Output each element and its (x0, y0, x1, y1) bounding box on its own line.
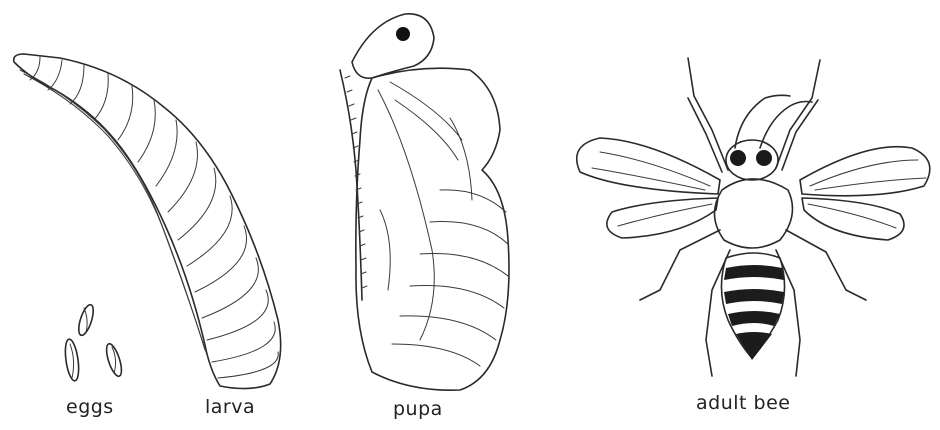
egg (63, 338, 81, 381)
pupa-eye (396, 27, 410, 41)
adult-bee-drawing (577, 58, 930, 376)
larva-label: larva (205, 396, 255, 418)
bee-eye-left (730, 150, 746, 166)
pupa-label: pupa (393, 398, 443, 420)
eggs-drawing (63, 303, 124, 382)
larva-drawing (14, 54, 281, 389)
adult-bee-label: adult bee (696, 392, 790, 414)
eggs-label: eggs (66, 396, 114, 418)
egg (76, 303, 96, 337)
egg (104, 342, 125, 378)
bee-eye-right (756, 150, 772, 166)
pupa-drawing (340, 14, 509, 390)
